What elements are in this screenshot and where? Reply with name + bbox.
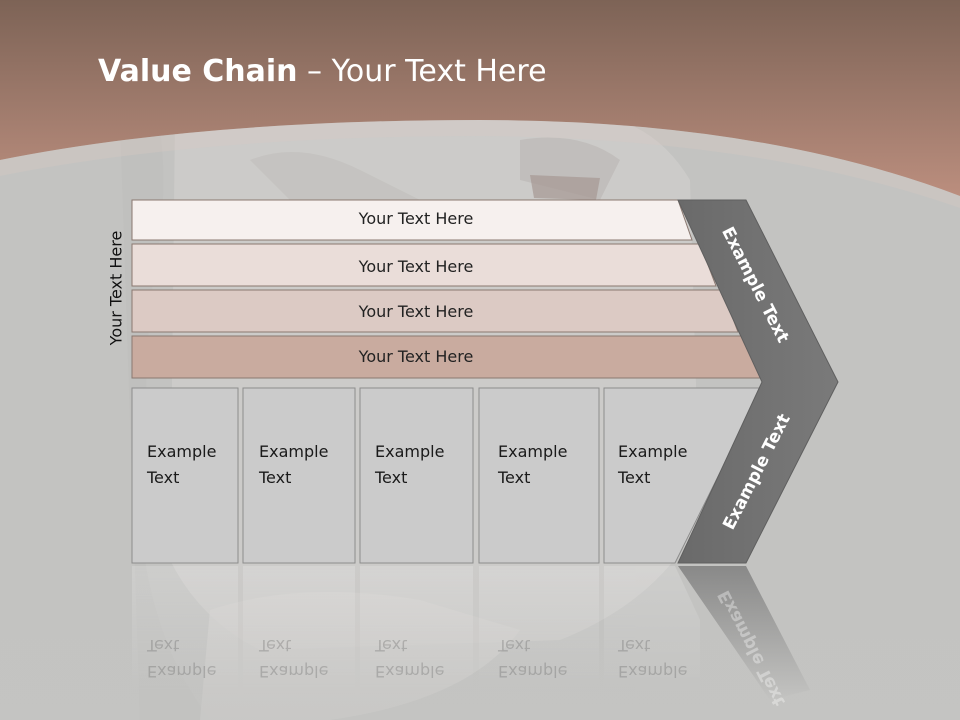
box-reflection-text-4: Example Text	[498, 632, 567, 684]
box-1[interactable]	[131, 387, 239, 564]
box-label-2-line2: Text	[259, 468, 292, 487]
refl-3-line2: Text	[375, 636, 408, 655]
chevron-reflection	[678, 566, 810, 700]
title-rest: – Your Text Here	[297, 54, 547, 89]
box-reflection-text-2: Example Text	[259, 632, 328, 684]
row-bar-2[interactable]	[131, 243, 717, 287]
box-5[interactable]	[603, 387, 763, 564]
refl-4-line1: Example	[498, 662, 568, 681]
row-label-3: Your Text Here	[358, 302, 474, 321]
row-label-4: Your Text Here	[358, 347, 474, 366]
side-label: Your Text Here	[106, 230, 126, 346]
refl-4-line2: Text	[498, 636, 531, 655]
boxes-layer	[131, 387, 763, 564]
box-reflection-text-3: Example Text	[375, 632, 444, 684]
box-label-4-line2: Text	[498, 468, 531, 487]
box-4[interactable]	[478, 387, 600, 564]
box-label-3-line1: Example	[375, 442, 445, 461]
box-2[interactable]	[242, 387, 356, 564]
refl-5-line2: Text	[618, 636, 651, 655]
refl-1-line1: Example	[147, 662, 217, 681]
box-label-5-line2: Text	[618, 468, 651, 487]
rows-layer	[131, 199, 763, 379]
chevron-arrow[interactable]	[677, 199, 839, 564]
row-label-1: Your Text Here	[358, 209, 474, 228]
box-label-3-line2: Text	[375, 468, 408, 487]
refl-1-line2: Text	[147, 636, 180, 655]
refl-2-line2: Text	[259, 636, 292, 655]
refl-3-line1: Example	[375, 662, 445, 681]
header-band	[0, 0, 960, 196]
box-reflection-text-5: Example Text	[618, 632, 687, 684]
box-label-2-line1: Example	[259, 442, 329, 461]
row-bar-3[interactable]	[131, 289, 739, 333]
refl-2-line1: Example	[259, 662, 329, 681]
box-label-4-line1: Example	[498, 442, 568, 461]
box-3[interactable]	[359, 387, 474, 564]
refl-5-line1: Example	[618, 662, 688, 681]
box-label-1-line2: Text	[147, 468, 180, 487]
box-reflection-text-1: Example Text	[147, 632, 216, 684]
slide-title: Value Chain – Your Text Here	[98, 54, 547, 89]
box-label-5-line1: Example	[618, 442, 688, 461]
box-label-1-line1: Example	[147, 442, 217, 461]
boxes-reflection	[132, 566, 700, 696]
row-bar-1[interactable]	[131, 199, 693, 241]
row-label-2: Your Text Here	[358, 257, 474, 276]
title-bold: Value Chain	[98, 54, 298, 89]
